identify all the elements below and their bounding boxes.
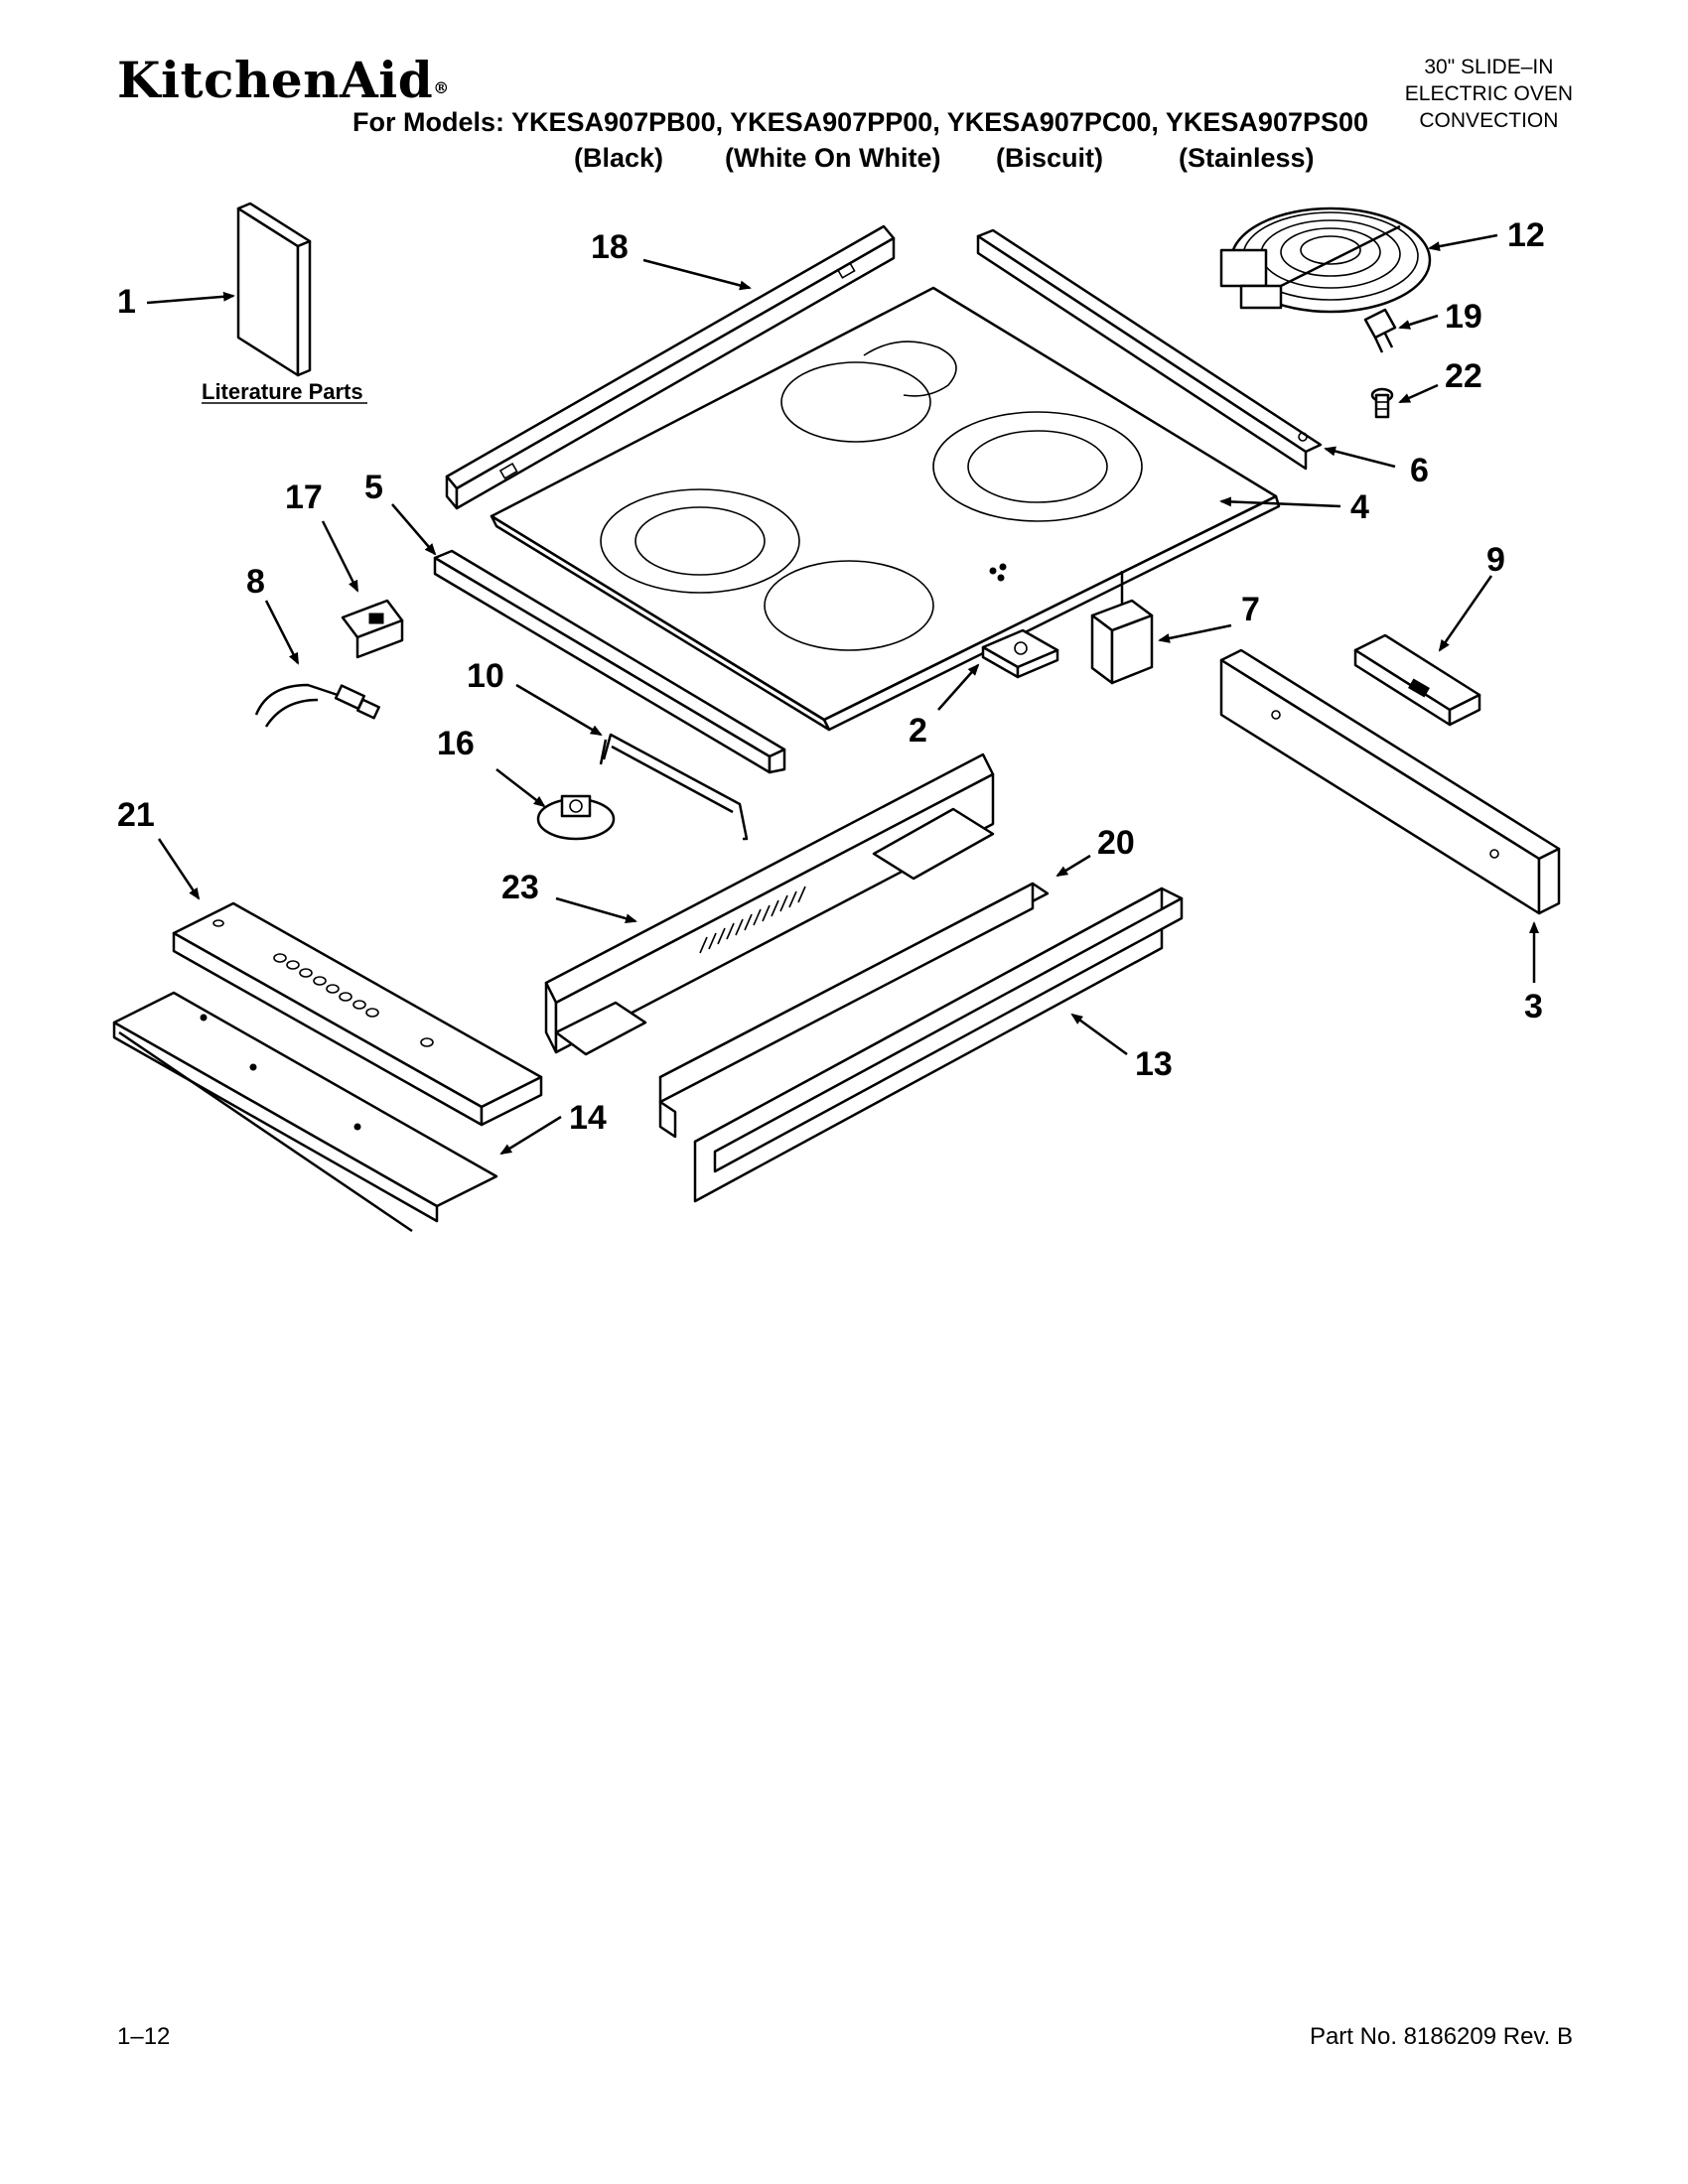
leader-16 — [495, 768, 546, 808]
part-23-vent-panel — [544, 752, 995, 1056]
leader-17 — [321, 520, 359, 593]
leader-7 — [1158, 623, 1232, 643]
part-16-thermostat — [536, 794, 616, 841]
leader-10 — [515, 683, 603, 737]
leader-18 — [642, 258, 752, 291]
callout-1: 1 — [117, 283, 136, 321]
part-13-bottom-channel — [693, 887, 1184, 1203]
callout-5: 5 — [364, 469, 383, 506]
leader-20 — [1055, 854, 1091, 878]
leader-21 — [157, 838, 201, 900]
leader-22 — [1398, 383, 1439, 404]
part-4-glass-cooktop — [490, 286, 1281, 732]
callout-23: 23 — [501, 869, 539, 906]
part-7-control — [1090, 571, 1154, 685]
part-8-wire-harness — [254, 683, 380, 728]
callout-19: 19 — [1445, 298, 1482, 336]
part-number: Part No. 8186209 Rev. B — [1309, 2023, 1573, 2050]
leader-12 — [1428, 233, 1498, 252]
callout-20: 20 — [1097, 824, 1135, 862]
kitchenaid-logo: KitchenAid® — [117, 56, 450, 105]
part-21-control-panel — [172, 901, 543, 1127]
oven-type-line-1: 30" SLIDE–IN — [1424, 56, 1554, 78]
part-20-inner-channel — [658, 882, 1050, 1139]
color-biscuit: (Biscuit) — [996, 143, 1103, 173]
color-black: (Black) — [574, 143, 664, 173]
color-stainless: (Stainless) — [1179, 143, 1315, 173]
brand-name: KitchenAid — [117, 51, 434, 109]
callout-16: 16 — [437, 725, 475, 762]
part-12-radiant-element — [1219, 206, 1432, 314]
oven-type-block: 30" SLIDE–IN ELECTRIC OVEN CONVECTION — [1405, 54, 1573, 134]
part-22-screw — [1370, 387, 1394, 419]
callout-18: 18 — [591, 228, 629, 266]
part-19-clip — [1363, 308, 1397, 353]
callout-14: 14 — [569, 1099, 607, 1137]
callouts: 1 2 3 4 5 6 7 8 9 10 12 13 14 16 17 18 1 — [117, 216, 1545, 1156]
part-17-bracket — [341, 599, 404, 659]
leader-6 — [1324, 446, 1396, 469]
leader-1 — [146, 291, 235, 305]
models-line: For Models: YKESA907PB00, YKESA907PP00, … — [352, 107, 1369, 137]
callout-17: 17 — [285, 478, 323, 516]
part-9-bracket — [1353, 633, 1481, 727]
literature-parts-label: Literature Parts — [202, 379, 363, 404]
leader-4 — [1219, 496, 1341, 508]
part-2-switch — [981, 628, 1059, 679]
oven-type-line-2: ELECTRIC OVEN — [1404, 82, 1573, 105]
callout-21: 21 — [117, 796, 155, 834]
page-number: 1–12 — [117, 2023, 171, 2050]
part-10-wire-bracket — [599, 733, 749, 841]
callout-2: 2 — [909, 712, 927, 750]
callout-6: 6 — [1410, 452, 1429, 489]
oven-type-line-3: CONVECTION — [1419, 109, 1559, 132]
part-6-side-trim — [976, 228, 1323, 471]
part-18-rear-trim — [445, 224, 896, 510]
callout-10: 10 — [467, 657, 504, 695]
part-14-lower-panel — [112, 991, 498, 1233]
leader-19 — [1398, 314, 1439, 330]
callout-22: 22 — [1445, 357, 1482, 395]
callout-7: 7 — [1241, 591, 1260, 628]
callout-4: 4 — [1350, 488, 1369, 526]
callout-9: 9 — [1486, 541, 1505, 579]
part-3-side-rail — [1219, 648, 1561, 915]
callout-12: 12 — [1507, 216, 1545, 254]
callout-8: 8 — [246, 563, 265, 601]
leader-2 — [937, 663, 980, 711]
leader-8 — [264, 600, 300, 665]
leader-5 — [391, 503, 437, 556]
leader-23 — [555, 896, 637, 924]
part-1-literature-booklet — [236, 202, 312, 377]
registered-mark: ® — [433, 78, 450, 97]
part-5-front-trim — [433, 549, 786, 774]
leader-9 — [1438, 575, 1493, 652]
callout-13: 13 — [1135, 1045, 1173, 1083]
callout-3: 3 — [1524, 988, 1543, 1025]
color-white-on-white: (White On White) — [725, 143, 941, 173]
leader-13 — [1070, 1013, 1128, 1056]
leader-14 — [499, 1115, 562, 1156]
